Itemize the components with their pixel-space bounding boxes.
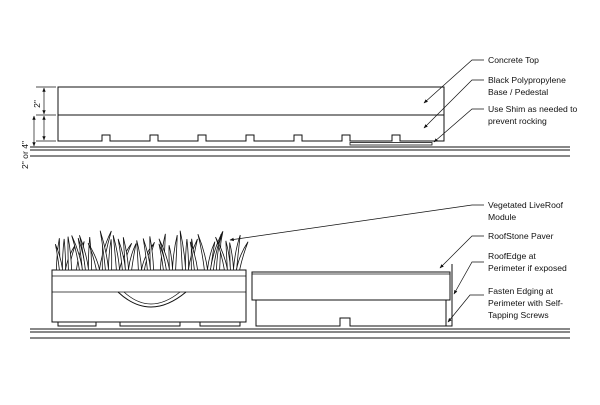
callout-shim-line-2: prevent rocking [488,116,547,126]
top-leaders [423,59,484,143]
grass-blade [179,230,187,271]
grass-blade [149,236,155,271]
callout-paver: RoofStone Paver [488,231,554,241]
grass-blade [79,235,90,271]
callout-shim-line-1: Use Shim as needed to [488,104,578,114]
bottom-leaders [229,204,484,323]
callout-liveroof-line-2: Module [488,212,516,222]
top-roof-deck [30,146,570,157]
grass-blade [136,240,143,271]
callout-edge-line-1: RoofEdge at [488,251,536,261]
top-detail: 2" 2" or 4" Concrete Top Black Polypropy… [20,55,578,169]
grass-blade [87,242,101,271]
grass-blade [189,241,199,271]
grass-blade [61,238,67,271]
callout-base-line-2: Base / Pedestal [488,87,548,97]
grass-blade [235,241,249,271]
grass-blade [215,236,229,271]
dimension-base-height: 2" [32,100,42,108]
grass-blade [184,238,190,271]
grass-blade [168,245,174,271]
grass-blade [122,237,130,271]
grass-blade [127,243,137,271]
grass-blade [229,242,235,271]
dimension-total-height: 2" or 4" [20,141,30,169]
callout-edge-line-2: Perimeter if exposed [488,263,567,273]
grass-blade [215,233,222,271]
polypropylene-base [57,115,445,142]
roof-edge [418,264,453,327]
roofstone-paver [251,271,451,327]
top-dimensions [32,86,56,147]
liveroof-module [51,269,247,327]
grass-blade [158,238,171,271]
grass-blade [107,239,113,271]
grass-blade [67,236,73,271]
grass-blade [232,234,241,271]
bottom-detail: Vegetated LiveRoof Module RoofStone Pave… [30,200,570,339]
grass-blade [99,230,110,271]
callout-fasten-line-2: Perimeter with Self- [488,298,563,308]
grass-blade [112,235,121,271]
grass-blade [197,233,209,271]
grass-blade [87,236,93,271]
callout-concrete-top: Concrete Top [488,55,539,65]
callout-base-line-1: Black Polypropylene [488,75,566,85]
callout-liveroof-line-1: Vegetated LiveRoof [488,200,564,210]
grass-blade [54,243,64,271]
callout-fasten-line-3: Tapping Screws [488,310,549,320]
concrete-top-slab [57,86,445,116]
grass-blade [171,235,178,271]
shim [349,142,433,146]
grass-blade [142,238,152,271]
vegetation [54,230,249,271]
callout-fasten-line-1: Fasten Edging at [488,286,554,296]
bottom-roof-deck [30,328,570,339]
